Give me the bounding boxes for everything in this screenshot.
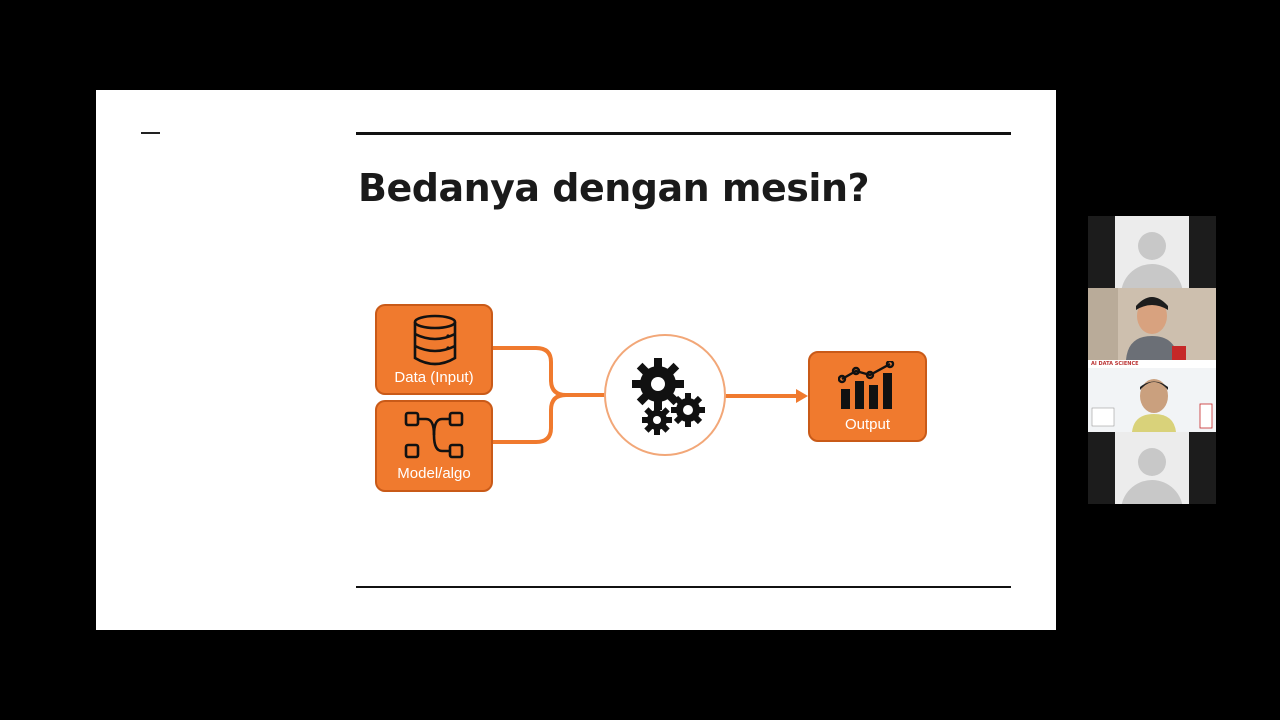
top-rule — [356, 132, 1011, 135]
participant-tile[interactable] — [1088, 216, 1216, 288]
avatar — [1138, 232, 1166, 260]
output-box: Output — [808, 351, 927, 442]
connector-lines — [491, 346, 808, 444]
participant-video-tile[interactable] — [1088, 288, 1216, 360]
participant-video — [1088, 288, 1216, 360]
flow-diagram-icon — [404, 411, 464, 459]
gears-icon — [632, 358, 705, 435]
processing-circle — [604, 334, 726, 456]
slide-dash-mark — [141, 132, 160, 134]
participant-video — [1088, 360, 1216, 432]
bar-chart-trend-icon — [838, 361, 895, 409]
model-algo-label: Model/algo — [397, 465, 471, 482]
data-input-label: Data (Input) — [394, 369, 474, 386]
output-label: Output — [844, 416, 891, 433]
bottom-rule — [356, 586, 1011, 588]
participants-panel: AI DATA SCIENCE — [1088, 216, 1216, 504]
database-icon — [413, 314, 457, 366]
data-input-box: Data (Input) — [375, 304, 493, 395]
avatar — [1138, 448, 1166, 476]
model-algo-box: Model/algo — [375, 400, 493, 492]
participant-video-tile[interactable]: AI DATA SCIENCE — [1088, 360, 1216, 432]
participant-caption: AI DATA SCIENCE — [1091, 361, 1139, 367]
slide-title: Bedanya dengan mesin? — [358, 166, 870, 210]
participant-tile[interactable] — [1088, 432, 1216, 504]
presentation-slide: Bedanya dengan mesin? Data (Input) — [96, 90, 1056, 630]
